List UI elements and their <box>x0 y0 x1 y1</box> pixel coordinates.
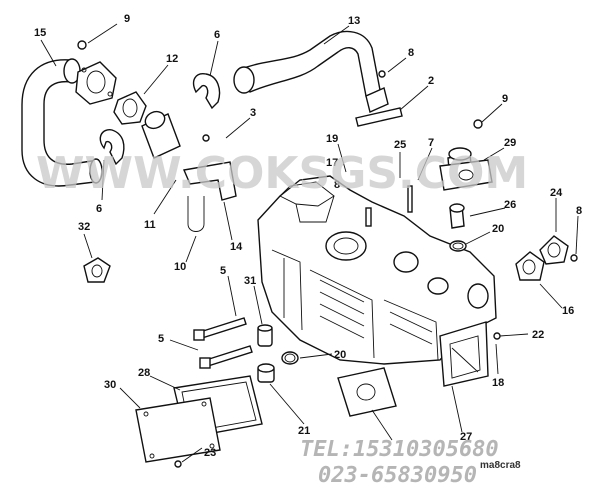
callout-2: 2 <box>428 75 434 87</box>
callout-8: 8 <box>408 47 414 59</box>
callout-29: 29 <box>504 137 516 149</box>
part-6-clamp-lower[interactable] <box>99 129 125 166</box>
callout-13: 13 <box>348 15 360 27</box>
callout-20b: 20 <box>334 349 346 361</box>
part-20-o-ring-lower[interactable] <box>281 351 299 365</box>
callout-9: 9 <box>124 13 130 25</box>
part-11-u-bolt[interactable] <box>187 196 205 232</box>
part-13-long-pipe[interactable] <box>233 30 389 113</box>
callout-24: 24 <box>550 187 563 199</box>
part-16-gasket[interactable] <box>515 251 545 281</box>
leader-lines <box>40 23 579 463</box>
watermark-site: WWW.COKSGS.COM <box>36 148 528 199</box>
callout-20: 20 <box>492 223 504 235</box>
small-bolts[interactable] <box>77 40 578 468</box>
callout-3: 3 <box>250 107 256 119</box>
callout-28: 28 <box>138 367 150 379</box>
part-15-bent-pipe[interactable] <box>21 58 103 187</box>
callout-14: 14 <box>230 241 243 253</box>
part-5-bolt-lower[interactable] <box>199 345 253 369</box>
watermark-phone: 023-65830950 <box>318 463 477 488</box>
callout-9b: 9 <box>502 93 508 105</box>
callout-5b: 5 <box>158 333 164 345</box>
callout-31: 31 <box>244 275 256 287</box>
callout-23: 23 <box>204 447 216 459</box>
callout-15: 15 <box>34 27 46 39</box>
part-12-gasket[interactable] <box>75 61 117 105</box>
part-14-bracket[interactable] <box>183 161 237 201</box>
watermark-tel: TEL:15310305680 <box>300 437 499 462</box>
callout-18: 18 <box>492 377 504 389</box>
callout-6b: 6 <box>96 203 102 215</box>
main-manifold-housing[interactable] <box>257 147 497 387</box>
drawing-stamp: ma8cra8 <box>480 460 521 471</box>
part-24-gasket[interactable] <box>539 235 569 265</box>
callout-6: 6 <box>214 29 220 41</box>
part-hose-connector[interactable] <box>141 109 181 159</box>
callout-17: 17 <box>326 157 338 169</box>
callout-5: 5 <box>220 265 226 277</box>
callout-7: 7 <box>428 137 434 149</box>
part-31-sleeve[interactable] <box>257 324 273 347</box>
callout-8b: 8 <box>334 179 340 191</box>
part-12-gasket-2[interactable] <box>113 91 147 125</box>
callout-21: 21 <box>298 425 310 437</box>
part-30-cover-plate[interactable] <box>135 397 221 463</box>
watermark: WWW.COKSGS.COM TEL:15310305680 023-65830… <box>36 148 528 488</box>
callout-19: 19 <box>326 133 338 145</box>
callout-10: 10 <box>174 261 186 273</box>
callout-26: 26 <box>504 199 516 211</box>
callout-27: 27 <box>460 431 472 443</box>
callout-22: 22 <box>532 329 544 341</box>
callout-11: 11 <box>144 219 156 231</box>
part-21-plug[interactable] <box>257 363 275 383</box>
part-27-gasket[interactable] <box>337 367 397 417</box>
part-2-plate[interactable] <box>355 107 403 127</box>
callout-labels: 15 9 13 6 12 8 2 3 9 19 25 7 29 17 8 6 1… <box>34 13 582 471</box>
callout-8c: 8 <box>576 205 582 217</box>
part-5-bolt-upper[interactable] <box>193 317 247 341</box>
callout-32: 32 <box>78 221 90 233</box>
part-20-o-ring-upper[interactable] <box>449 240 467 252</box>
callout-25: 25 <box>394 139 406 151</box>
callout-30: 30 <box>104 379 116 391</box>
callout-12: 12 <box>166 53 178 65</box>
part-32-gasket[interactable] <box>83 257 111 283</box>
part-6-clamp-upper[interactable] <box>192 73 221 110</box>
callout-16: 16 <box>562 305 574 317</box>
